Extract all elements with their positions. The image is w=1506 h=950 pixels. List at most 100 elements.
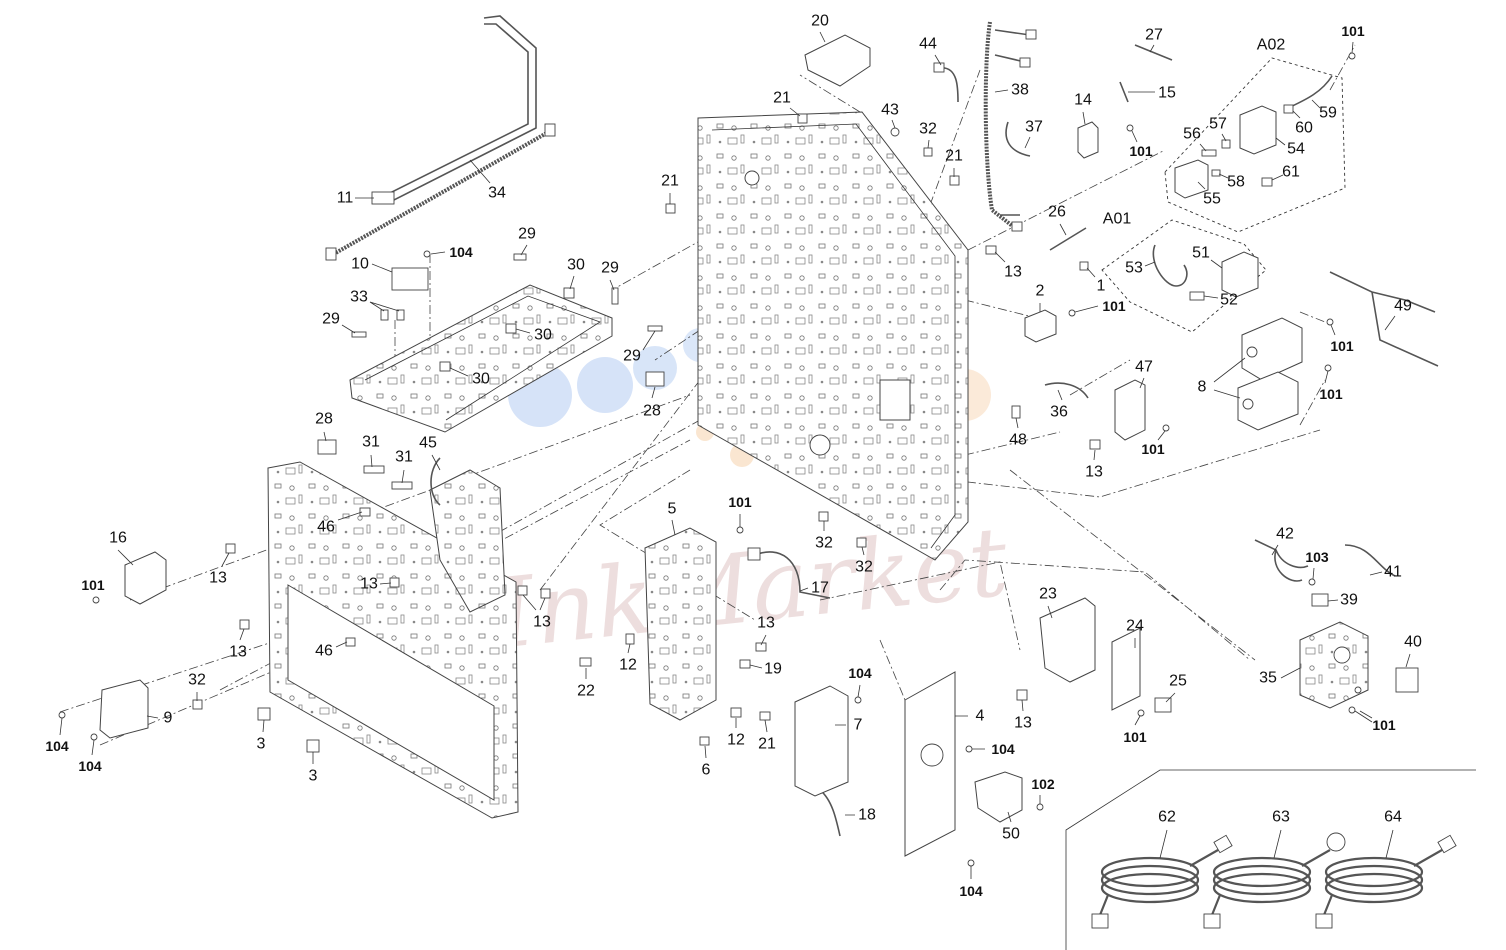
callout-29: 29: [322, 311, 340, 328]
callout-49: 49: [1394, 298, 1412, 315]
callout-1: 1: [1097, 278, 1106, 295]
part-21-clip: [797, 113, 808, 124]
gear-motor-8-upper: [1241, 317, 1303, 381]
cord-connector-icon: [1315, 913, 1333, 929]
part-46-clip: [345, 637, 356, 647]
callout-59: 59: [1319, 105, 1337, 122]
callout-6: 6: [702, 762, 711, 779]
callout-14: 14: [1074, 92, 1092, 109]
part-1-part: [1079, 261, 1089, 271]
part-48-clip: [1011, 405, 1021, 419]
part-12-clip: [625, 633, 635, 645]
callout-15: 15: [1158, 85, 1176, 102]
callout-a01: A01: [1103, 211, 1132, 228]
plug-64-icon: [1437, 834, 1457, 854]
part-61-connector: [1261, 177, 1273, 187]
callout-60: 60: [1295, 120, 1313, 137]
cord-lead: [1210, 849, 1331, 916]
callout-13: 13: [1014, 715, 1032, 732]
callout-32: 32: [855, 559, 873, 576]
callout-29: 29: [601, 260, 619, 277]
assembly-a01-boundary: [1101, 219, 1267, 333]
part-28-guide: [645, 371, 665, 387]
harness-38-connector: [1019, 57, 1031, 68]
cord-coil: [1212, 856, 1312, 888]
part-31-holder: [363, 465, 385, 474]
harness-38-connector: [1025, 29, 1037, 40]
callout-3: 3: [257, 736, 266, 753]
callout-63: 63: [1272, 809, 1290, 826]
part-5-duct: [644, 527, 717, 721]
callout-3: 3: [309, 768, 318, 785]
cable-49: [1329, 271, 1439, 367]
upper-tray-inner-edge: [364, 295, 601, 421]
callout-a02: A02: [1257, 37, 1286, 54]
callout-103: 103: [1305, 549, 1329, 565]
callout-22: 22: [577, 683, 595, 700]
part-3-clip: [306, 739, 320, 753]
callout-55: 55: [1203, 191, 1221, 208]
callout-44: 44: [919, 36, 937, 53]
watermark-dot: [577, 357, 633, 413]
callout-34: 34: [488, 185, 506, 202]
part-45-bracket-frame: [429, 469, 506, 613]
screw-101-icon: [1324, 364, 1332, 372]
callout-58: 58: [1227, 174, 1245, 191]
harness-38: [983, 21, 1017, 230]
part-13-clip: [1089, 439, 1101, 450]
flat-cable-11-edge: [376, 23, 529, 194]
part-19-clip: [739, 659, 751, 669]
callout-29: 29: [623, 348, 641, 365]
part-22-clip: [579, 657, 592, 667]
part-20-tray: [804, 34, 871, 87]
callout-101: 101: [1372, 717, 1396, 733]
callout-13: 13: [533, 614, 551, 631]
screw-104-icon: [90, 733, 98, 741]
harness-38-connector: [1011, 221, 1023, 232]
part-13-clip: [225, 543, 236, 554]
callout-32: 32: [815, 535, 833, 552]
callout-labels: 11 34 104 10 29 30 29 33 29 30 30 29 28 …: [45, 13, 1422, 900]
cord-coil: [1212, 872, 1312, 904]
callout-32: 32: [188, 672, 206, 689]
cable-45: [430, 457, 441, 506]
main-frame-bracket: [879, 379, 911, 421]
part-29-clip: [351, 331, 367, 338]
callout-9: 9: [164, 710, 173, 727]
screw-101-icon: [1348, 52, 1356, 60]
part-39-holder: [1311, 593, 1329, 607]
part-13-clip: [239, 619, 250, 630]
callout-31: 31: [362, 434, 380, 451]
callout-13: 13: [757, 615, 775, 632]
cable-53: [1152, 244, 1188, 287]
callout-12: 12: [727, 732, 745, 749]
callout-46: 46: [315, 643, 333, 660]
part-40-switch: [1395, 667, 1419, 693]
cord-lead: [1322, 849, 1443, 916]
callout-45: 45: [419, 435, 437, 452]
assembly-a02-boundary: [1164, 57, 1346, 233]
part-29-clip: [513, 253, 527, 261]
power-cord-64: [1315, 834, 1457, 929]
callout-52: 52: [1220, 292, 1238, 309]
callout-43: 43: [881, 102, 899, 119]
callout-38: 38: [1011, 82, 1029, 99]
main-frame-inner-edge: [711, 123, 956, 549]
screw-104-icon: [965, 745, 973, 753]
part-9-board: [99, 679, 149, 739]
part-12-clip: [730, 707, 742, 718]
part-32-clip: [923, 147, 933, 157]
part-6-clip: [699, 736, 710, 746]
screws: [58, 52, 1362, 867]
plug-63-icon: [1326, 832, 1346, 852]
callout-5: 5: [668, 501, 677, 518]
lower-frame-cutout: [287, 584, 495, 801]
callout-61: 61: [1282, 164, 1300, 181]
callout-16: 16: [109, 530, 127, 547]
callout-13: 13: [1085, 464, 1103, 481]
part-14-sensor: [1077, 121, 1099, 159]
callout-36: 36: [1050, 404, 1068, 421]
part-21-clip: [949, 175, 960, 186]
callout-101: 101: [81, 577, 105, 593]
part-3-clip: [257, 707, 271, 721]
